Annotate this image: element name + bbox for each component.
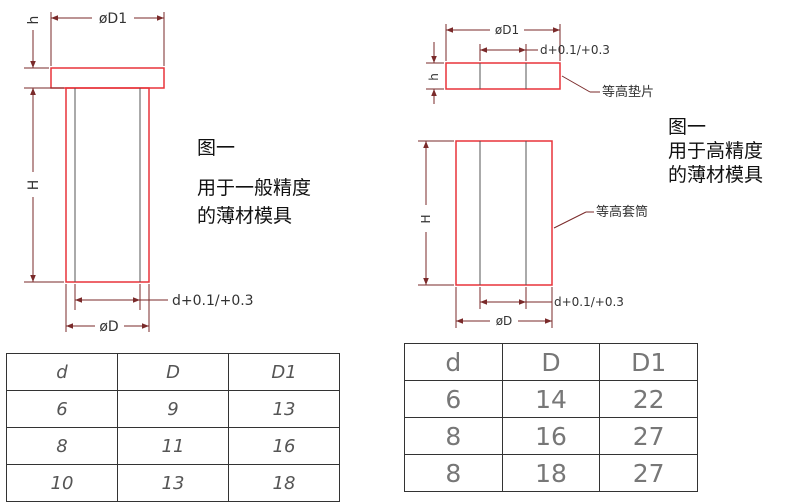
table-header-row: d D D1 bbox=[404, 343, 698, 381]
table-cell: 27 bbox=[599, 454, 698, 492]
table-cell: 6 bbox=[6, 390, 118, 428]
right-dim-h-label: h bbox=[427, 73, 441, 81]
table-cell: 13 bbox=[117, 464, 229, 502]
right-dim-tol-top-label: d+0.1/+0.3 bbox=[540, 43, 610, 57]
right-dim-tol-bottom-label: d+0.1/+0.3 bbox=[554, 295, 624, 309]
table-row: 10 13 18 bbox=[6, 464, 340, 502]
table-cell: 8 bbox=[404, 417, 503, 455]
table-cell: 13 bbox=[228, 390, 340, 428]
table-row: 6 14 22 bbox=[404, 380, 698, 418]
table-row: 8 16 27 bbox=[404, 417, 698, 455]
left-dimension-table: d D D1 6 9 13 8 11 16 10 13 18 bbox=[6, 353, 340, 502]
table-cell: 6 bbox=[404, 380, 503, 418]
left-dim-tol-label: d+0.1/+0.3 bbox=[172, 293, 254, 309]
left-caption-line2: 用于一般精度 bbox=[197, 177, 312, 199]
left-dim-h-label: h bbox=[26, 16, 42, 25]
table-cell: 8 bbox=[404, 454, 503, 492]
table-header-cell: d bbox=[404, 343, 503, 381]
table-cell: 9 bbox=[117, 390, 229, 428]
left-dim-bottom-label: øD bbox=[99, 319, 118, 335]
table-cell: 16 bbox=[501, 417, 601, 455]
table-cell: 18 bbox=[228, 464, 340, 502]
right-sleeve-label: 等高套筒 bbox=[596, 204, 648, 220]
right-dimension-texts: øD1 d+0.1/+0.3 h 等高垫片 H 等高套筒 d+0.1/+0.3 … bbox=[419, 23, 654, 328]
right-caption-line3: 的薄材模具 bbox=[668, 164, 764, 186]
table-header-cell: D bbox=[501, 343, 601, 381]
left-dimension-texts: øD1 h H d+0.1/+0.3 øD bbox=[26, 11, 254, 335]
table-header-cell: D bbox=[117, 353, 229, 391]
table-row: 8 11 16 bbox=[6, 427, 340, 465]
right-dimensions bbox=[418, 24, 600, 328]
table-cell: 8 bbox=[6, 427, 118, 465]
table-header-cell: D1 bbox=[228, 353, 340, 391]
left-dim-top-label: øD1 bbox=[99, 11, 127, 27]
right-dimension-table: d D D1 6 14 22 8 16 27 8 18 27 bbox=[404, 343, 698, 492]
table-cell: 14 bbox=[501, 380, 601, 418]
table-header-row: d D D1 bbox=[6, 353, 340, 391]
table-header-cell: D1 bbox=[599, 343, 698, 381]
left-sleeve-head bbox=[50, 67, 165, 89]
table-cell: 18 bbox=[501, 454, 601, 492]
table-cell: 10 bbox=[6, 464, 118, 502]
table-row: 8 18 27 bbox=[404, 454, 698, 492]
left-dim-H-label: H bbox=[26, 180, 42, 191]
table-row: 6 9 13 bbox=[6, 390, 340, 428]
left-dimensions bbox=[24, 12, 168, 332]
table-cell: 27 bbox=[599, 417, 698, 455]
right-shim-label: 等高垫片 bbox=[602, 84, 654, 100]
left-sleeve-body bbox=[65, 87, 150, 283]
right-part-drawing bbox=[445, 62, 561, 286]
right-dim-bottom-label: øD bbox=[496, 314, 513, 328]
left-caption-line3: 的薄材模具 bbox=[197, 205, 293, 227]
left-part-drawing bbox=[50, 67, 165, 283]
table-cell: 22 bbox=[599, 380, 698, 418]
right-sleeve bbox=[455, 140, 553, 286]
right-caption-title: 图一 bbox=[668, 116, 707, 138]
right-dim-H-label: H bbox=[419, 214, 433, 223]
right-caption: 图一 用于高精度 的薄材模具 bbox=[668, 115, 763, 187]
table-cell: 16 bbox=[228, 427, 340, 465]
table-header-cell: d bbox=[6, 353, 118, 391]
right-shim bbox=[445, 62, 561, 90]
right-caption-line2: 用于高精度 bbox=[668, 140, 764, 162]
right-dim-top-label: øD1 bbox=[495, 23, 519, 37]
left-caption: 图一 用于一般精度 的薄材模具 bbox=[197, 136, 311, 230]
table-cell: 11 bbox=[117, 427, 229, 465]
left-caption-title: 图一 bbox=[197, 137, 236, 159]
